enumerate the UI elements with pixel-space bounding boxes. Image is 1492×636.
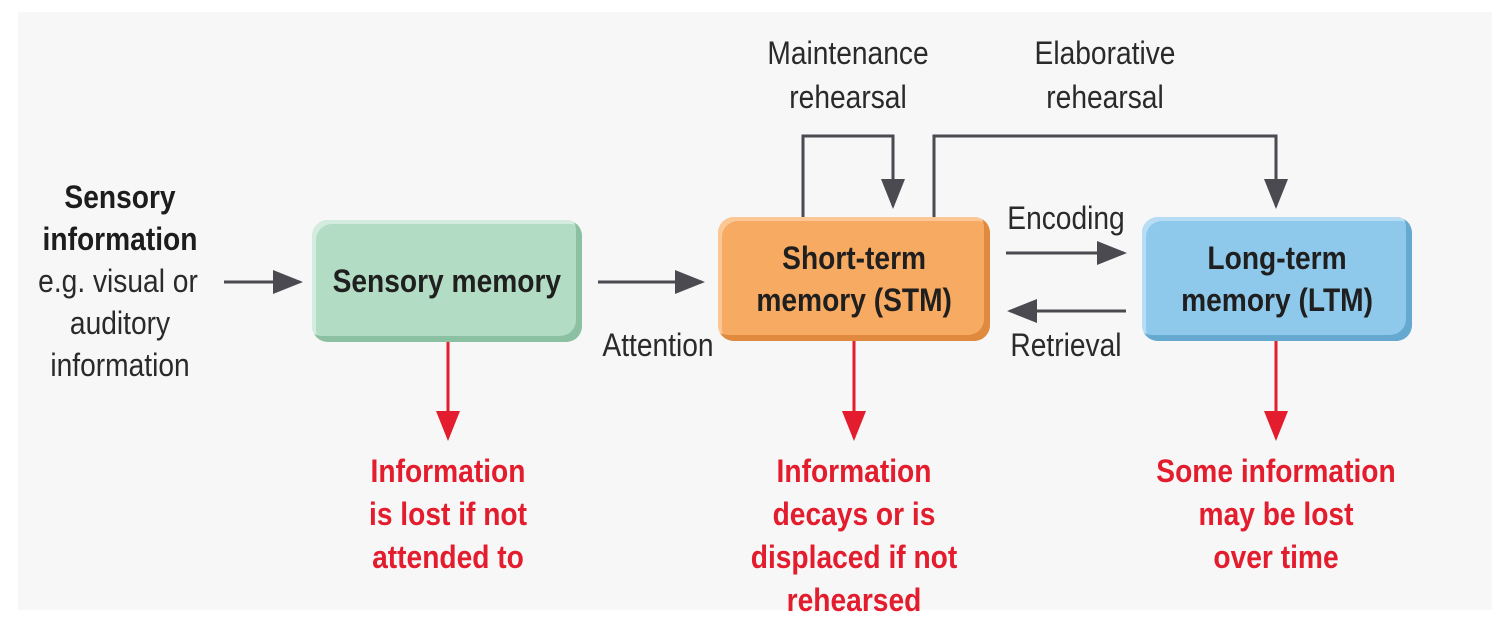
ltm-outcome-line1: Some information (1156, 453, 1396, 489)
long-term-memory-box: Long-term memory (LTM) (1142, 217, 1412, 341)
sensory-outcome-line1: Information (370, 453, 526, 489)
input-desc-line3: information (50, 347, 190, 383)
maintenance-label-line1: Maintenance (767, 35, 929, 71)
sensory-memory-box: Sensory memory (312, 220, 582, 342)
stm-label-line1: Short-term (782, 240, 926, 276)
sensory-outcome-line3: attended to (372, 539, 524, 575)
input-title-line2: information (42, 221, 198, 257)
stm-outcome-line2: decays or is (772, 496, 936, 532)
ltm-outcome-line3: over time (1213, 539, 1339, 575)
stm-label-line2: memory (STM) (756, 282, 952, 318)
stm-outcome-line3: displaced if not (750, 539, 958, 575)
input-desc-line1: e.g. visual or (38, 263, 198, 299)
short-term-memory-box: Short-term memory (STM) (718, 217, 990, 341)
ltm-label-line1: Long-term (1207, 240, 1347, 276)
sensory-memory-label: Sensory memory (332, 263, 562, 299)
ltm-outcome-line2: may be lost (1198, 496, 1354, 532)
elaborative-label-line2: rehearsal (1046, 79, 1164, 115)
elaborative-label-line1: Elaborative (1034, 35, 1176, 71)
input-desc-line2: auditory (69, 305, 171, 341)
elaborative-rehearsal-path (932, 134, 1288, 217)
attention-label: Attention (602, 327, 714, 363)
retrieval-label: Retrieval (1010, 327, 1122, 363)
encoding-label: Encoding (1007, 200, 1125, 236)
input-title-line1: Sensory (64, 179, 176, 215)
ltm-label-line2: memory (LTM) (1181, 282, 1373, 318)
maintenance-rehearsal-loop (801, 134, 905, 217)
maintenance-label-line2: rehearsal (789, 79, 907, 115)
sensory-outcome-line2: is lost if not (368, 496, 527, 532)
stm-outcome-line1: Information (776, 453, 932, 489)
stm-outcome-line4: rehearsed (786, 582, 922, 618)
